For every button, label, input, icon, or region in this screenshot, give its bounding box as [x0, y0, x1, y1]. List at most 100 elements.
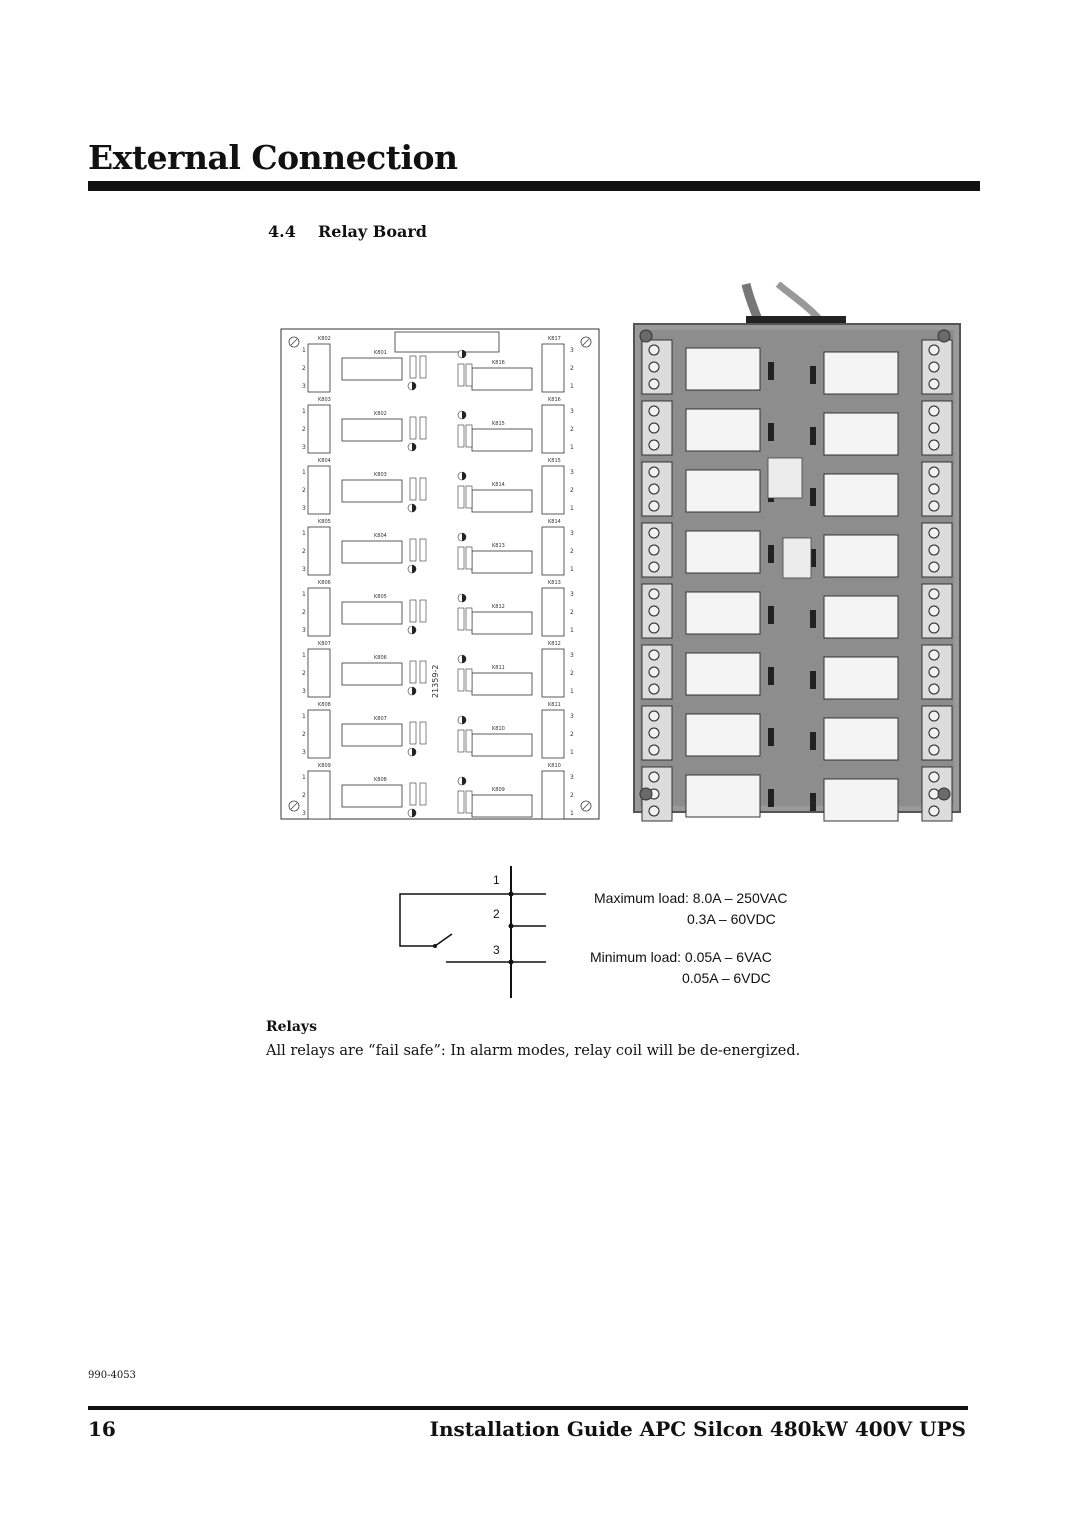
component-outline: [465, 729, 473, 753]
footer-title: Installation Guide APC Silcon 480kW 400V…: [429, 1417, 966, 1441]
component-outline: [465, 546, 473, 570]
screw-icon: [648, 683, 660, 695]
screw-icon: [928, 666, 940, 678]
terminal-number: 2: [302, 548, 306, 555]
component-outline: [465, 485, 473, 509]
photo-diode: [810, 610, 816, 628]
terminal-number: 2: [570, 548, 574, 555]
mount-hole-slot: [582, 338, 590, 346]
led-fill: [462, 716, 466, 724]
screw-icon: [648, 710, 660, 722]
terminal-number: 3: [570, 774, 574, 781]
photo-diode: [810, 549, 816, 567]
inner-left-relay-label: K805: [374, 594, 387, 600]
terminal-number: 1: [302, 530, 306, 537]
screw-icon: [648, 771, 660, 783]
terminal-number: 3: [570, 652, 574, 659]
left-relay-label: K802: [318, 336, 331, 342]
terminal-number: 2: [302, 487, 306, 494]
terminal-number: 3: [570, 408, 574, 415]
terminal-number: 2: [570, 609, 574, 616]
photo-relay: [685, 774, 761, 818]
photo-relay: [685, 347, 761, 391]
mount-hole-icon: [580, 800, 592, 812]
inner-left-relay-label: K806: [374, 655, 387, 661]
screw-icon: [928, 561, 940, 573]
terminal-block: [307, 648, 331, 698]
relay-outline: [471, 672, 533, 696]
photo-diode: [768, 728, 774, 746]
component-outline: [409, 721, 417, 745]
inner-right-relay-label: K810: [492, 726, 505, 732]
terminal-number: 3: [302, 444, 306, 451]
component-outline: [409, 355, 417, 379]
photo-relay: [823, 351, 899, 395]
terminal-number: 1: [302, 347, 306, 354]
screw-icon: [648, 500, 660, 512]
terminal-number: 1: [302, 652, 306, 659]
photo-diode: [768, 606, 774, 624]
inner-left-relay-label: K808: [374, 777, 387, 783]
screw-icon: [928, 544, 940, 556]
inner-left-relay-label: K801: [374, 350, 387, 356]
component-outline: [457, 729, 465, 753]
component-outline: [409, 416, 417, 440]
photo-relay: [823, 412, 899, 456]
photo-diode: [810, 366, 816, 384]
led-fill: [412, 443, 416, 451]
inner-right-relay-label: K814: [492, 482, 505, 488]
led-fill: [412, 809, 416, 817]
led-fill: [412, 382, 416, 390]
relay-outline: [471, 550, 533, 574]
led-fill: [462, 594, 466, 602]
inner-left-relay-label: K802: [374, 411, 387, 417]
screw-icon: [928, 683, 940, 695]
screw-icon: [928, 771, 940, 783]
screw-icon: [648, 805, 660, 817]
photo-relay: [823, 656, 899, 700]
terminal-number: 2: [570, 365, 574, 372]
left-relay-label: K805: [318, 519, 331, 525]
right-relay-label: K817: [548, 336, 561, 342]
screw-icon: [648, 405, 660, 417]
terminal-number: 3: [302, 566, 306, 573]
terminal-block: [307, 526, 331, 576]
component-outline: [457, 668, 465, 692]
screw-icon: [648, 344, 660, 356]
screw-icon: [928, 605, 940, 617]
mount-hole-icon: [288, 336, 300, 348]
component-outline: [457, 424, 465, 448]
component-outline: [465, 607, 473, 631]
relay-outline: [341, 357, 403, 381]
relay-outline: [341, 418, 403, 442]
max-load-spec: Maximum load: 8.0A – 250VAC: [594, 890, 788, 906]
terminal-number: 3: [570, 591, 574, 598]
photo-relay: [823, 534, 899, 578]
led-fill: [462, 533, 466, 541]
inner-left-relay-label: K804: [374, 533, 387, 539]
screw-icon: [648, 622, 660, 634]
component-outline: [419, 660, 427, 684]
component-outline: [457, 363, 465, 387]
terminal-number: 2: [302, 609, 306, 616]
component-outline: [409, 538, 417, 562]
screw-icon: [928, 405, 940, 417]
inner-right-relay-label: K809: [492, 787, 505, 793]
terminal-number: 3: [570, 713, 574, 720]
screw-icon: [928, 500, 940, 512]
relay-outline: [341, 601, 403, 625]
terminal-block: [541, 526, 565, 576]
terminal-number: 1: [570, 810, 574, 817]
photo-diode: [810, 671, 816, 689]
relay-outline: [471, 794, 533, 818]
relays-heading: Relays: [266, 1019, 317, 1035]
screw-icon: [648, 605, 660, 617]
right-relay-label: K816: [548, 397, 561, 403]
photo-diode: [768, 362, 774, 380]
component-outline: [409, 599, 417, 623]
screw-icon: [648, 561, 660, 573]
screw-icon: [928, 710, 940, 722]
screw-icon: [648, 544, 660, 556]
led-fill: [462, 777, 466, 785]
right-relay-label: K810: [548, 763, 561, 769]
